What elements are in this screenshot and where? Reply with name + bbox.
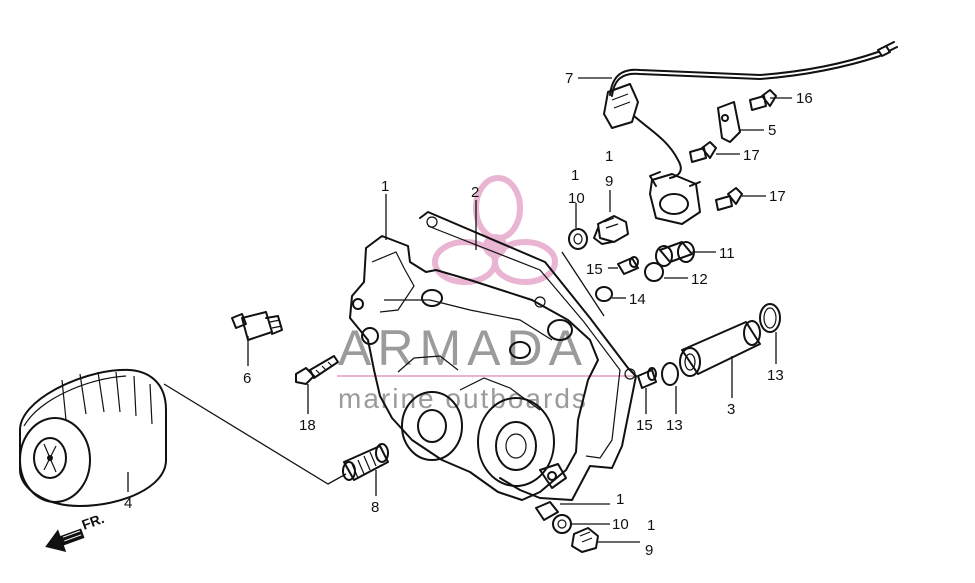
callout-2: 2: [471, 184, 479, 201]
part-clamp-5: [717, 101, 741, 143]
callout-9b: 9: [645, 542, 653, 559]
part-bolt-17b: [715, 187, 743, 211]
leader-lines: [127, 77, 792, 543]
callout-16: 16: [796, 90, 813, 107]
part-bolt-16: [749, 89, 777, 111]
part-dowel-15a: [617, 256, 639, 275]
part-bolt-18: [295, 355, 339, 385]
part-side-cover: [349, 235, 599, 501]
watermark-brand: ARMADA: [338, 320, 588, 376]
callout-labels: 7 16 5 17 17 1 2 1 10 1 9 11 15 12 14 6 …: [124, 70, 813, 559]
callout-1b: 1: [571, 167, 579, 184]
propeller-logo-icon: [432, 175, 558, 285]
part-drain-plug-9b: [571, 527, 599, 553]
callout-10b: 10: [612, 516, 629, 533]
callout-15b: 15: [636, 417, 653, 434]
callout-9a: 9: [605, 173, 613, 190]
part-oring-12: [644, 262, 664, 282]
part-washer-10b: [552, 514, 572, 534]
part-bolt-17a: [689, 141, 717, 163]
part-oring-13b: [661, 362, 679, 386]
callout-18: 18: [299, 417, 316, 434]
callout-17b: 17: [769, 188, 786, 205]
part-bushing-11: [655, 241, 695, 267]
part-oring-13a: [759, 303, 781, 333]
callout-13a: 13: [767, 367, 784, 384]
callout-17a: 17: [743, 147, 760, 164]
part-oil-pipe: [679, 320, 761, 377]
part-gasket: [419, 211, 637, 501]
front-direction-marker: FR.: [45, 510, 107, 552]
callout-5: 5: [768, 122, 776, 139]
part-washer-10a: [568, 228, 588, 250]
callout-13b: 13: [666, 417, 683, 434]
front-direction-arrow-icon: [45, 528, 85, 552]
callout-3: 3: [727, 401, 735, 418]
callout-1d: 1: [616, 491, 624, 508]
front-direction-label: FR.: [80, 510, 107, 533]
part-oil-pressure-switch: [231, 311, 283, 341]
callout-15a: 15: [586, 261, 603, 278]
part-sensor-cable: [603, 41, 898, 225]
part-oil-filter: [19, 368, 167, 507]
callout-12: 12: [691, 271, 708, 288]
part-oring-14: [595, 286, 613, 302]
callout-1a: 1: [381, 178, 389, 195]
part-oil-strainer: [342, 443, 389, 481]
callout-7: 7: [565, 70, 573, 87]
callout-11: 11: [719, 245, 735, 262]
part-sleeve-1d: [535, 501, 559, 521]
part-drain-plug-9a: [593, 215, 629, 245]
callout-1e: 1: [647, 517, 655, 534]
watermark-tagline: marine outboards: [338, 383, 588, 414]
callout-14: 14: [629, 291, 646, 308]
callout-4: 4: [124, 495, 132, 512]
callout-8: 8: [371, 499, 379, 516]
callout-1c: 1: [605, 148, 613, 165]
callout-10a: 10: [568, 190, 585, 207]
callout-6: 6: [243, 370, 251, 387]
part-dowel-15b: [637, 367, 657, 389]
